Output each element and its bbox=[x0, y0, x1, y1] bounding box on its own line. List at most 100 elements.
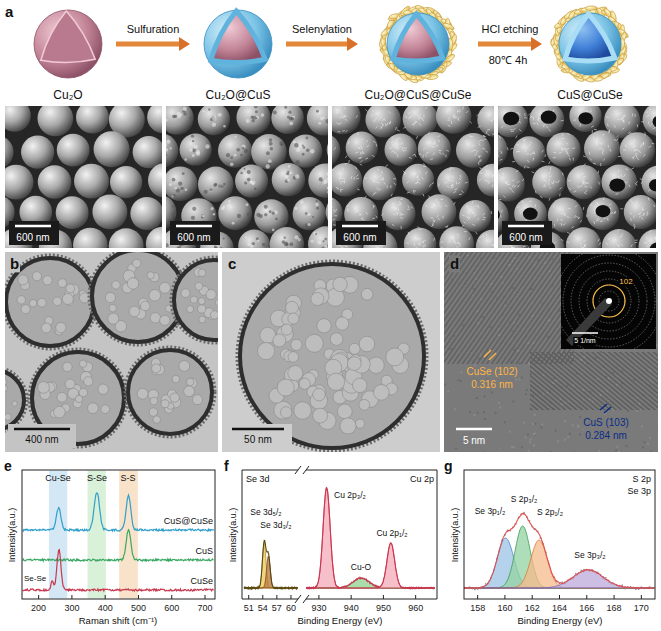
axis-line bbox=[498, 174, 500, 176]
lattice-fringe bbox=[503, 252, 574, 364]
axis-line bbox=[454, 188, 457, 190]
axis-line bbox=[644, 132, 645, 135]
axis-line bbox=[483, 135, 486, 136]
shape-circle bbox=[5, 379, 7, 386]
axis-line bbox=[607, 123, 609, 126]
axis-line bbox=[345, 119, 347, 121]
axis-line bbox=[648, 198, 650, 201]
axis-line bbox=[385, 165, 388, 167]
axis-line bbox=[596, 143, 598, 146]
particle-image bbox=[133, 136, 162, 168]
axis-line bbox=[424, 244, 426, 246]
shape-circle bbox=[213, 184, 216, 187]
axis-line bbox=[487, 134, 489, 136]
particle-image bbox=[218, 196, 252, 230]
shape-circle bbox=[316, 110, 319, 113]
axis-line bbox=[636, 181, 638, 183]
shape-circle bbox=[65, 379, 75, 389]
axis-line bbox=[382, 119, 384, 121]
hollow-sphere bbox=[5, 370, 24, 430]
axis-line bbox=[338, 131, 341, 132]
axis-line bbox=[646, 111, 648, 113]
particle-image bbox=[498, 132, 508, 168]
axis-line bbox=[393, 183, 395, 185]
axis-line bbox=[332, 241, 335, 243]
axis-line bbox=[430, 158, 433, 160]
shape-circle bbox=[149, 289, 161, 301]
axis-line bbox=[407, 209, 410, 210]
axis-line bbox=[391, 194, 392, 197]
axis-line bbox=[457, 234, 460, 236]
axis-line bbox=[560, 219, 563, 220]
axis-line bbox=[532, 172, 535, 173]
axis-line bbox=[359, 213, 361, 215]
axis-line bbox=[583, 207, 585, 210]
shape-circle bbox=[242, 145, 246, 149]
axis-line bbox=[556, 207, 557, 210]
axis-line bbox=[458, 182, 460, 184]
particle-image bbox=[602, 164, 637, 199]
axis-line bbox=[405, 116, 408, 118]
shape-circle bbox=[125, 347, 215, 437]
axis-line bbox=[342, 247, 344, 248]
shape-circle bbox=[54, 406, 66, 418]
axis-line bbox=[563, 224, 566, 226]
shape-circle bbox=[313, 408, 328, 423]
axis-line bbox=[356, 178, 359, 180]
axis-line bbox=[399, 201, 401, 203]
lattice-fringe bbox=[499, 252, 574, 364]
axis-line bbox=[609, 130, 610, 133]
image-ground bbox=[448, 424, 504, 448]
axis-line bbox=[479, 179, 481, 181]
axis-line bbox=[491, 174, 493, 176]
axis-line bbox=[426, 142, 428, 145]
shape-circle bbox=[280, 407, 291, 418]
shape-circle bbox=[285, 175, 288, 178]
shape-circle bbox=[322, 240, 324, 242]
axis-line bbox=[362, 218, 365, 220]
shape-circle bbox=[147, 272, 154, 279]
shape-circle bbox=[321, 246, 324, 248]
axis-line bbox=[544, 184, 546, 186]
axis-line bbox=[573, 120, 576, 121]
axis-line bbox=[598, 182, 600, 185]
axis-line bbox=[549, 182, 550, 185]
hollow-sphere bbox=[240, 264, 424, 448]
axis-line bbox=[526, 147, 528, 149]
axis-line bbox=[407, 181, 409, 183]
axis-line bbox=[440, 247, 442, 248]
lattice-fringe bbox=[558, 352, 658, 377]
axis-line bbox=[394, 207, 397, 209]
figure-group bbox=[530, 352, 658, 410]
axis-line bbox=[635, 183, 637, 185]
axis-line bbox=[643, 154, 645, 156]
axis-line bbox=[403, 171, 405, 173]
axis-line bbox=[440, 199, 443, 200]
axis-line bbox=[582, 178, 585, 179]
axis-line bbox=[435, 199, 438, 201]
shape-circle bbox=[175, 187, 178, 190]
axis-line bbox=[335, 109, 338, 111]
axis-line bbox=[337, 187, 339, 189]
shape-circle bbox=[300, 200, 304, 204]
lattice-fringe bbox=[534, 352, 658, 405]
axis-line bbox=[555, 143, 557, 145]
axis-line bbox=[520, 212, 522, 214]
axis-line bbox=[532, 153, 535, 154]
shape-circle bbox=[340, 418, 356, 434]
axis-line bbox=[555, 181, 558, 183]
axis-line bbox=[538, 117, 539, 120]
axis-line bbox=[415, 154, 416, 157]
image-ground bbox=[482, 316, 484, 318]
axis-line bbox=[380, 126, 382, 128]
image-ground bbox=[524, 437, 526, 439]
lattice-fringe bbox=[470, 252, 574, 364]
axis-line bbox=[361, 139, 364, 141]
axis-line bbox=[549, 129, 551, 131]
axis-line bbox=[592, 130, 593, 133]
shape-circle bbox=[264, 205, 268, 209]
axis-line bbox=[492, 118, 494, 119]
axis-line bbox=[474, 214, 476, 216]
axis-line bbox=[500, 215, 502, 218]
particle-image bbox=[289, 134, 322, 167]
